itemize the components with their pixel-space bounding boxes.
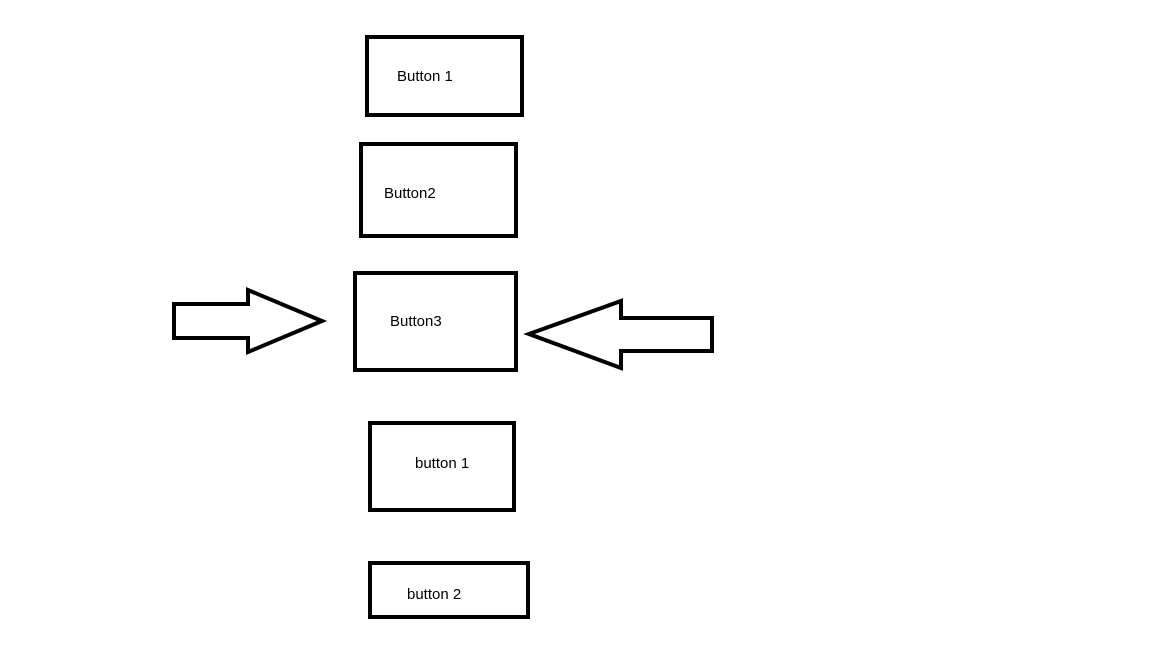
button-3-box[interactable]: Button3 xyxy=(353,271,518,372)
left-arrow-icon xyxy=(523,298,714,371)
right-arrow-icon xyxy=(172,286,328,356)
lower-button-1-box[interactable]: button 1 xyxy=(368,421,516,512)
button-1-box[interactable]: Button 1 xyxy=(365,35,524,117)
button-2-box[interactable]: Button2 xyxy=(359,142,518,238)
lower-button-2-box[interactable]: button 2 xyxy=(368,561,530,619)
lower-button-2-label: button 2 xyxy=(407,586,462,603)
lower-button-1-label: button 1 xyxy=(415,455,470,472)
button-2-label: Button2 xyxy=(384,185,436,202)
button-1-label: Button 1 xyxy=(397,68,453,85)
button-3-label: Button3 xyxy=(390,313,442,330)
